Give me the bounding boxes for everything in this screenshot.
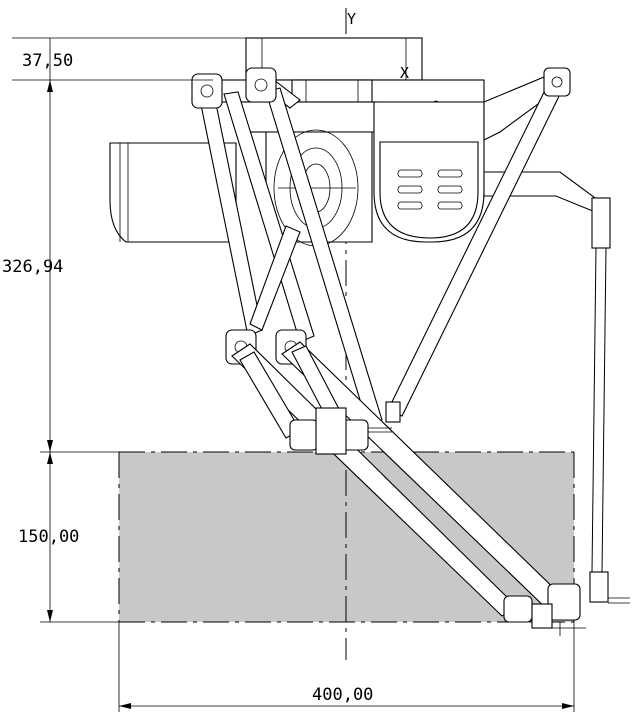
- end-effector-center: [289, 401, 401, 455]
- dimension-height-total: 326,94: [2, 80, 119, 453]
- cooling-slots: [397, 169, 463, 210]
- top-joint-right: [543, 67, 571, 97]
- dimension-label-workspace-width: 400,00: [312, 685, 373, 705]
- y-axis-label: Y: [347, 10, 356, 28]
- top-joint-center: [245, 67, 277, 103]
- dimension-label-top-offset: 37,50: [22, 51, 73, 71]
- motor-housing-left: [109, 142, 237, 243]
- dimension-workspace-height: 150,00: [18, 452, 119, 623]
- x-axis-label: X: [400, 64, 409, 82]
- dimension-label-workspace-height: 150,00: [18, 527, 79, 547]
- right-vertical-rod: [589, 247, 630, 604]
- dimension-label-height-total: 326,94: [2, 257, 63, 277]
- dimension-workspace-width: 400,00: [118, 622, 575, 712]
- top-joint-left: [191, 73, 223, 109]
- gearbox-right: [373, 101, 485, 243]
- end-effector-bottom: [503, 583, 586, 636]
- dimension-top-offset: 37,50: [12, 37, 246, 92]
